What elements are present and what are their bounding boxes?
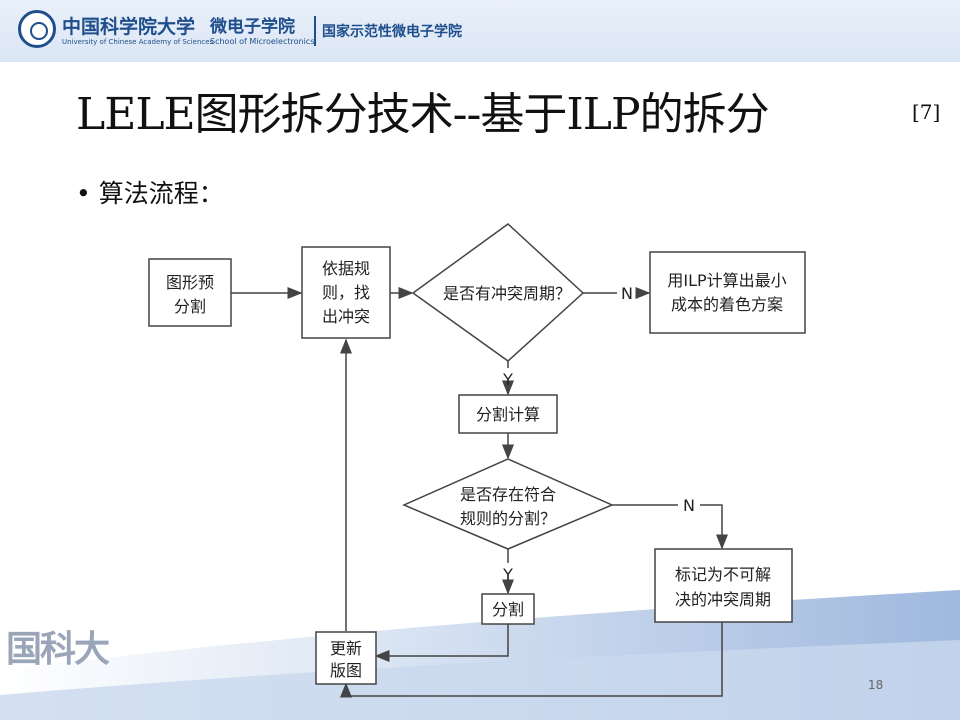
flow-connectors bbox=[231, 287, 728, 698]
header-divider bbox=[314, 16, 316, 46]
svg-text:决的冲突周期: 决的冲突周期 bbox=[675, 590, 771, 609]
svg-text:规则的分割？: 规则的分割？ bbox=[460, 509, 556, 528]
svg-text:是否存在符合: 是否存在符合 bbox=[460, 485, 556, 504]
svg-text:是否有冲突周期？: 是否有冲突周期？ bbox=[443, 284, 571, 303]
label-cycle-yes: Y bbox=[502, 370, 513, 389]
connector-split-to-update bbox=[374, 624, 509, 662]
svg-text:图形预: 图形预 bbox=[166, 273, 214, 292]
node-pre-split: 图形预 分割 bbox=[148, 258, 232, 327]
cas-name-en: University of Chinese Academy of Science… bbox=[62, 38, 214, 46]
node-update-layout: 更新 版图 bbox=[315, 631, 377, 685]
svg-text:依据规: 依据规 bbox=[322, 259, 370, 278]
svg-text:成本的着色方案: 成本的着色方案 bbox=[671, 295, 783, 314]
school-name-cn: 微电子学院 bbox=[210, 17, 295, 37]
page-number: 18 bbox=[868, 678, 884, 692]
node-ilp-color: 用ILP计算出最小 成本的着色方案 bbox=[649, 251, 806, 334]
svg-text:分割: 分割 bbox=[492, 600, 524, 619]
node-rule-find: 依据规 则，找 出冲突 bbox=[301, 246, 391, 339]
cas-seal-icon bbox=[18, 10, 56, 48]
label-exists-yes: Y bbox=[502, 565, 513, 584]
connector-exists-no-b bbox=[700, 504, 728, 550]
node-mark-unsolvable: 标记为不可解 决的冲突周期 bbox=[654, 548, 793, 623]
node-split-exists: 是否存在符合 规则的分割？ bbox=[402, 458, 614, 550]
svg-text:用ILP计算出最小: 用ILP计算出最小 bbox=[667, 271, 786, 290]
svg-text:标记为不可解: 标记为不可解 bbox=[675, 565, 771, 584]
title-reference: [7] bbox=[912, 100, 941, 124]
svg-text:出冲突: 出冲突 bbox=[322, 307, 370, 326]
ucas-watermark: 国科大 bbox=[6, 628, 110, 670]
school-name-en: School of Microelectronics bbox=[210, 37, 315, 46]
node-has-cycle: 是否有冲突周期？ bbox=[411, 223, 585, 362]
node-split: 分割 bbox=[481, 593, 535, 625]
header-bar: 中国科学院大学 University of Chinese Academy of… bbox=[0, 0, 960, 62]
svg-text:分割计算: 分割计算 bbox=[476, 405, 540, 424]
node-compute-split: 分割计算 bbox=[458, 394, 558, 434]
svg-text:分割: 分割 bbox=[174, 297, 206, 316]
cas-name-cn: 中国科学院大学 bbox=[62, 16, 196, 38]
label-cycle-no: N bbox=[621, 284, 633, 303]
header-tagline: 国家示范性微电子学院 bbox=[322, 24, 462, 40]
label-exists-no: N bbox=[683, 496, 695, 515]
svg-text:版图: 版图 bbox=[330, 661, 362, 680]
bullet-text: 算法流程： bbox=[98, 179, 224, 208]
bullet-item: • 算法流程： bbox=[76, 179, 224, 208]
slide-title: LELE图形拆分技术--基于ILP的拆分 bbox=[76, 89, 770, 140]
svg-text:更新: 更新 bbox=[330, 639, 362, 658]
connector-mark-to-update bbox=[340, 622, 723, 698]
svg-text:则，找: 则，找 bbox=[322, 283, 370, 302]
